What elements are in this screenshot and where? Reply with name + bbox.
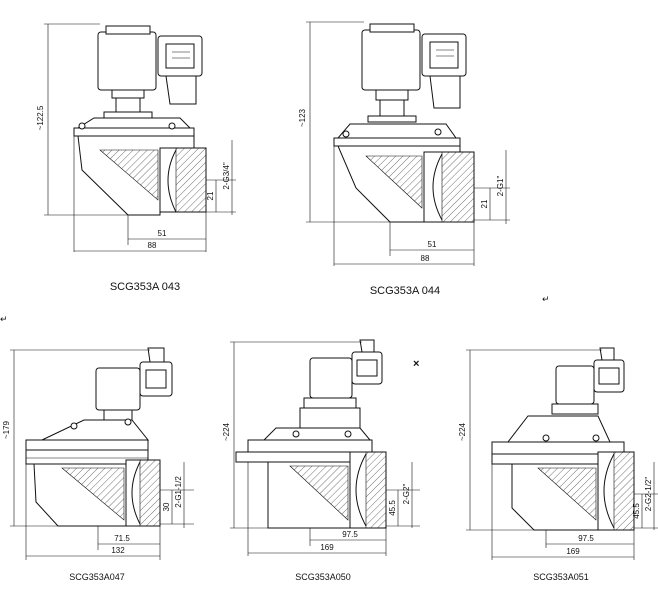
port-height-label: 30 xyxy=(162,502,171,511)
port-label: 2-G2" xyxy=(402,484,411,505)
height-label: ~224 xyxy=(458,422,467,441)
valve-drawing-044: ~123 2-G1" 21 51 88 SCG353A 044 xyxy=(298,21,510,297)
return-mark-left: ↵ xyxy=(0,314,8,324)
valve-drawing-050: ~224 2-G2" 45.5 97.5 169 SCG353A050 xyxy=(222,339,420,582)
caption: SCG353A047 xyxy=(69,572,125,582)
valve-drawing-051: ~224 2-G2-1/2" 45.5 97.5 169 SCG353A051 xyxy=(458,347,658,582)
port-height-label: 21 xyxy=(480,199,489,208)
width-label: 132 xyxy=(111,546,125,555)
port-label: 2-G1-1/2 xyxy=(174,476,183,508)
offset-label: 97.5 xyxy=(578,534,594,543)
width-label: 88 xyxy=(421,254,430,263)
port-label: 2-G3/4" xyxy=(222,162,231,189)
caption: SCG353A 044 xyxy=(370,285,440,297)
port-height-label: 21 xyxy=(206,191,215,200)
port-height-label: 45.5 xyxy=(388,500,397,516)
width-label: 88 xyxy=(148,241,157,250)
offset-label: 51 xyxy=(158,229,167,238)
port-label: 2-G1" xyxy=(496,176,505,197)
height-label: ~122.5 xyxy=(36,105,45,130)
offset-label: 51 xyxy=(428,240,437,249)
x-marker: × xyxy=(413,358,419,370)
width-label: 169 xyxy=(320,543,334,552)
valve-drawing-043: ~122.5 2-G3/4" 21 51 88 SCG353A 043 xyxy=(36,23,236,293)
offset-label: 97.5 xyxy=(342,530,358,539)
return-mark: ↵ xyxy=(542,294,550,304)
caption: SCG353A 043 xyxy=(110,281,180,293)
caption: SCG353A050 xyxy=(295,572,351,582)
port-label: 2-G2-1/2" xyxy=(644,477,653,512)
height-label: ~179 xyxy=(2,420,11,439)
caption: SCG353A051 xyxy=(533,572,589,582)
height-label: ~224 xyxy=(222,422,231,441)
offset-label: 71.5 xyxy=(114,534,130,543)
valve-drawing-047: ~179 2-G1-1/2 30 71.5 132 SCG353A047 xyxy=(2,347,194,582)
width-label: 169 xyxy=(566,547,580,556)
port-height-label: 45.5 xyxy=(632,503,641,519)
height-label: ~123 xyxy=(298,108,307,127)
